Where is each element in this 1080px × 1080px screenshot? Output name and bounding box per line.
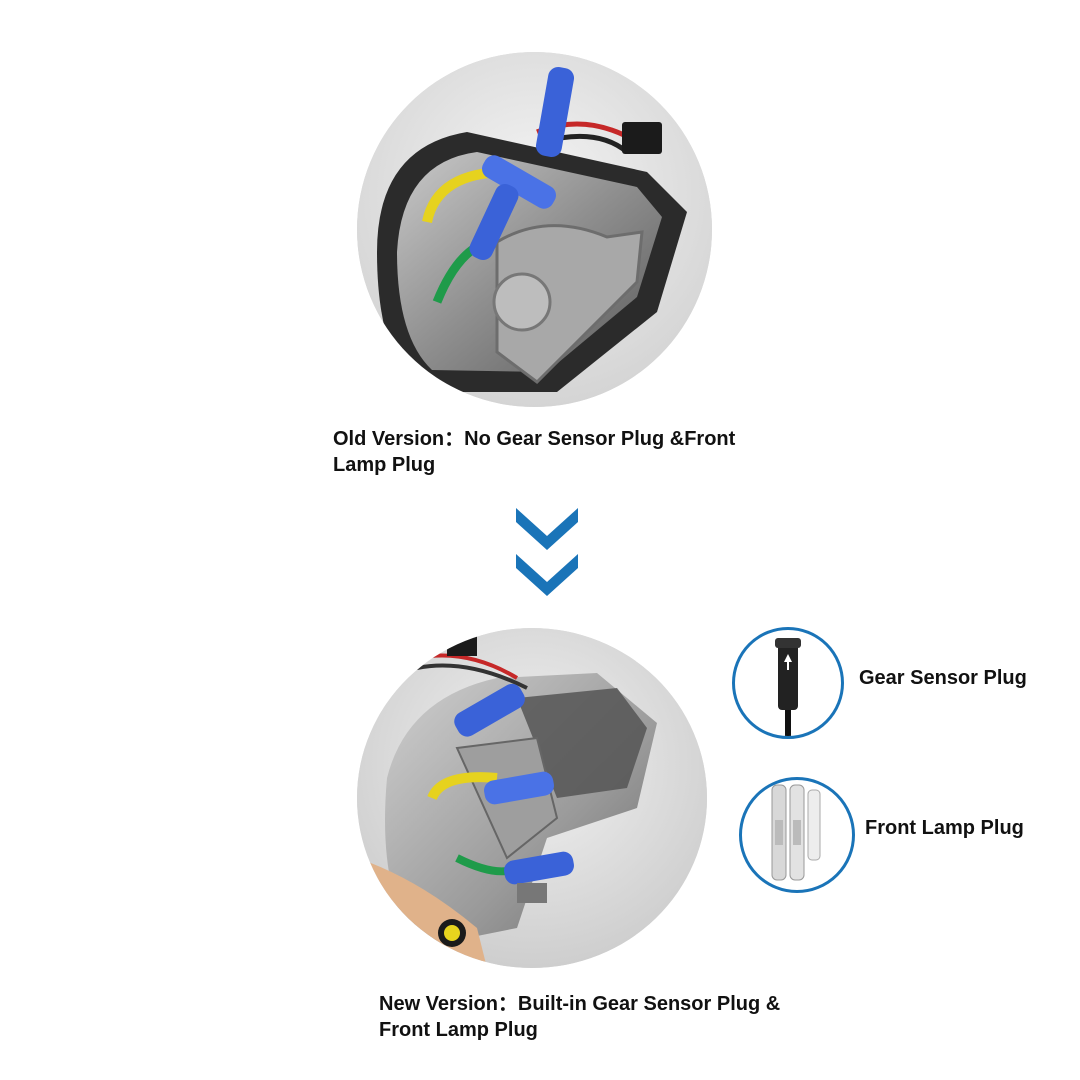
new-version-caption-line1: New Version：Built-in Gear Sensor Plug & [379, 993, 781, 1015]
old-controller-illustration [357, 52, 712, 407]
new-version-caption-line2: Front Lamp Plug [379, 1019, 538, 1041]
gear-sensor-plug-label: Gear Sensor Plug [859, 667, 1027, 689]
front-lamp-plug-label: Front Lamp Plug [865, 817, 1024, 839]
old-version-caption-line2: Lamp Plug [333, 454, 436, 476]
old-version-caption: Old Version：No Gear Sensor Plug &Front L… [333, 426, 803, 478]
new-version-photo [357, 628, 707, 968]
new-version-caption: New Version：Built-in Gear Sensor Plug & … [379, 991, 849, 1043]
new-controller-illustration [357, 628, 707, 968]
old-version-caption-line1: Old Version：No Gear Sensor Plug &Front [333, 428, 736, 450]
double-chevron-down-icon [516, 508, 578, 598]
old-version-photo [357, 52, 712, 407]
gear-sensor-plug-icon [732, 627, 844, 739]
front-lamp-plug-icon [739, 777, 855, 893]
